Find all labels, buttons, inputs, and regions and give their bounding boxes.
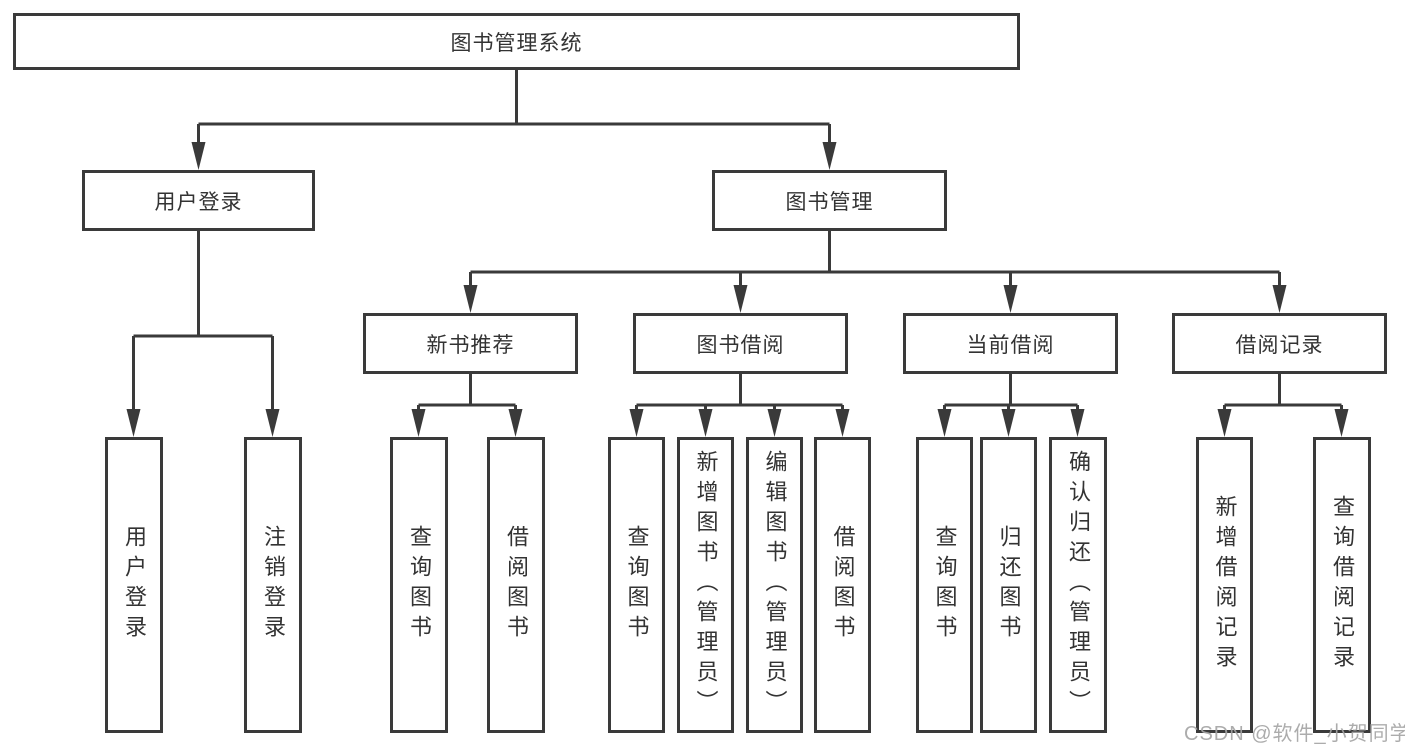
node-label: 图书管理系统 bbox=[450, 31, 583, 55]
node-label: 用户登录 bbox=[154, 190, 243, 214]
node-label: 图书管理 bbox=[785, 190, 874, 214]
node-label: 归还图书 bbox=[996, 525, 1022, 645]
leaf-borrow-books-recommend: 借阅图书 bbox=[487, 437, 545, 733]
watermark: CSDN @软件_小贺同学 bbox=[1184, 723, 1405, 745]
node-library-management-system: 图书管理系统 bbox=[13, 13, 1020, 70]
node-label: 查询图书 bbox=[624, 525, 650, 645]
node-label: 图书借阅 bbox=[696, 333, 785, 357]
node-book-borrowing: 图书借阅 bbox=[633, 313, 848, 374]
leaf-user-login: 用户登录 bbox=[105, 437, 163, 733]
leaf-edit-books-admin: 编辑图书（管理员） bbox=[746, 437, 803, 733]
node-new-book-recommend: 新书推荐 bbox=[363, 313, 578, 374]
node-label: 注销登录 bbox=[261, 525, 286, 645]
leaf-query-borrow-record: 查询借阅记录 bbox=[1313, 437, 1371, 733]
leaf-add-books-admin: 新增图书（管理员） bbox=[677, 437, 734, 733]
node-label: 用户登录 bbox=[122, 525, 147, 645]
node-label: 借阅记录 bbox=[1235, 333, 1324, 357]
leaf-return-books: 归还图书 bbox=[980, 437, 1037, 733]
leaf-query-books-current: 查询图书 bbox=[916, 437, 973, 733]
leaf-borrow-books: 借阅图书 bbox=[814, 437, 871, 733]
node-label: 新增借阅记录 bbox=[1212, 495, 1238, 675]
leaf-query-books-borrowing: 查询图书 bbox=[608, 437, 665, 733]
node-label: 确认归还（管理员） bbox=[1066, 450, 1091, 720]
node-label: 当前借阅 bbox=[966, 333, 1055, 357]
leaf-confirm-return-admin: 确认归还（管理员） bbox=[1049, 437, 1107, 733]
leaf-query-books-recommend: 查询图书 bbox=[390, 437, 448, 733]
node-label: 查询图书 bbox=[932, 525, 958, 645]
leaf-logout: 注销登录 bbox=[244, 437, 302, 733]
node-label: 新增图书（管理员） bbox=[693, 450, 719, 720]
node-label: 新书推荐 bbox=[426, 333, 515, 357]
node-label: 编辑图书（管理员） bbox=[762, 450, 788, 720]
node-borrowing-records: 借阅记录 bbox=[1172, 313, 1387, 374]
node-current-borrowing: 当前借阅 bbox=[903, 313, 1118, 374]
node-label: 查询图书 bbox=[407, 525, 432, 645]
node-label: 借阅图书 bbox=[504, 525, 529, 645]
node-book-management: 图书管理 bbox=[712, 170, 947, 231]
node-label: 借阅图书 bbox=[830, 525, 856, 645]
leaf-add-borrow-record: 新增借阅记录 bbox=[1196, 437, 1253, 733]
node-user-login: 用户登录 bbox=[82, 170, 315, 231]
node-label: 查询借阅记录 bbox=[1330, 495, 1355, 675]
